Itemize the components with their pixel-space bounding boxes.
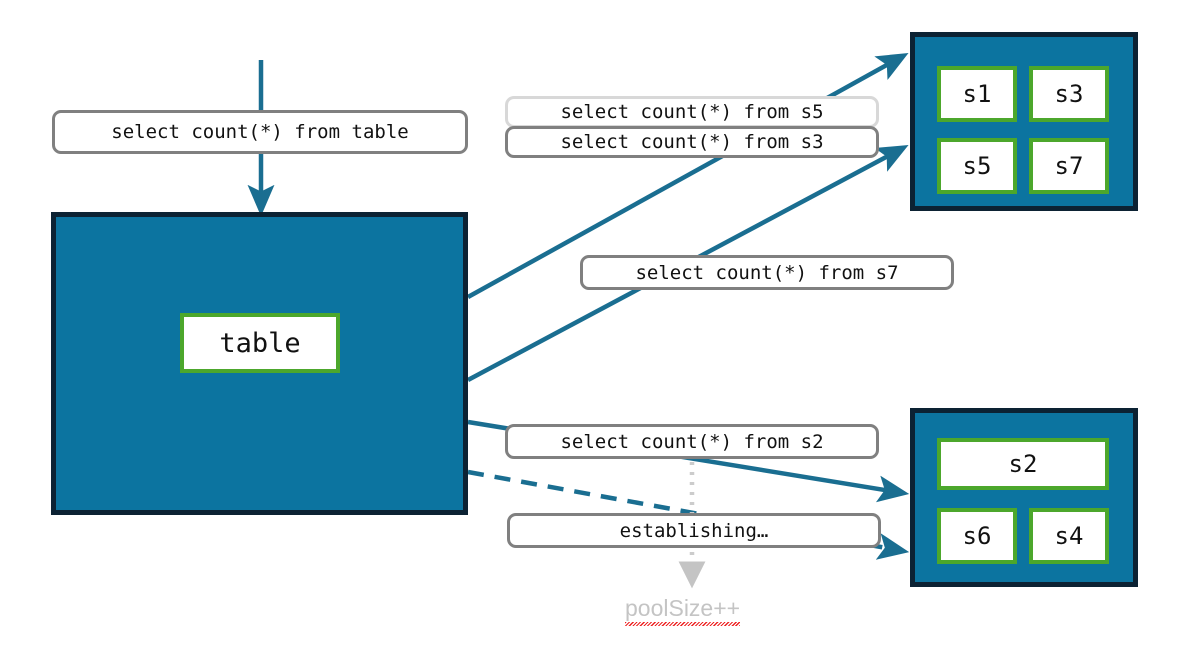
pool-cell-s3[interactable]: s3 xyxy=(1029,66,1109,122)
status-label-establishing-text: establishing… xyxy=(619,519,769,542)
source-table-cell-label: table xyxy=(219,327,301,359)
pool-cell-s3-label: s3 xyxy=(1054,80,1084,108)
query-label-s2[interactable]: select count(*) from s2 xyxy=(505,424,879,459)
query-label-s3[interactable]: select count(*) from s3 xyxy=(505,126,879,158)
source-table-cell[interactable]: table xyxy=(180,313,340,373)
query-label-s7[interactable]: select count(*) from s7 xyxy=(580,255,954,290)
pool-cell-s7-label: s7 xyxy=(1054,152,1084,180)
pool-cell-s1-label: s1 xyxy=(962,80,992,108)
query-label-s5[interactable]: select count(*) from s5 xyxy=(505,96,879,128)
pool-cell-s6-label: s6 xyxy=(962,522,992,550)
spellcheck-squiggle xyxy=(625,622,741,626)
query-label-s2-text: select count(*) from s2 xyxy=(560,430,824,453)
pool-cell-s5-label: s5 xyxy=(962,152,992,180)
status-label-establishing[interactable]: establishing… xyxy=(507,513,881,548)
pool-cell-s5[interactable]: s5 xyxy=(937,138,1017,194)
pool-cell-s4[interactable]: s4 xyxy=(1029,508,1109,564)
query-label-table-text: select count(*) from table xyxy=(111,121,409,143)
query-label-s5-text: select count(*) from s5 xyxy=(560,101,824,123)
query-label-table[interactable]: select count(*) from table xyxy=(52,110,468,154)
poolsize-annotation-text: poolSize++ xyxy=(625,595,741,621)
pool-cell-s2-label: s2 xyxy=(1008,450,1038,478)
pool-cell-s2[interactable]: s2 xyxy=(937,438,1109,490)
pool-cell-s6[interactable]: s6 xyxy=(937,508,1017,564)
query-label-s7-text: select count(*) from s7 xyxy=(635,261,899,284)
query-label-s3-text: select count(*) from s3 xyxy=(560,131,824,153)
pool-cell-s1[interactable]: s1 xyxy=(937,66,1017,122)
pool-cell-s7[interactable]: s7 xyxy=(1029,138,1109,194)
poolsize-annotation: poolSize++ xyxy=(625,595,741,626)
pool-cell-s4-label: s4 xyxy=(1054,522,1084,550)
